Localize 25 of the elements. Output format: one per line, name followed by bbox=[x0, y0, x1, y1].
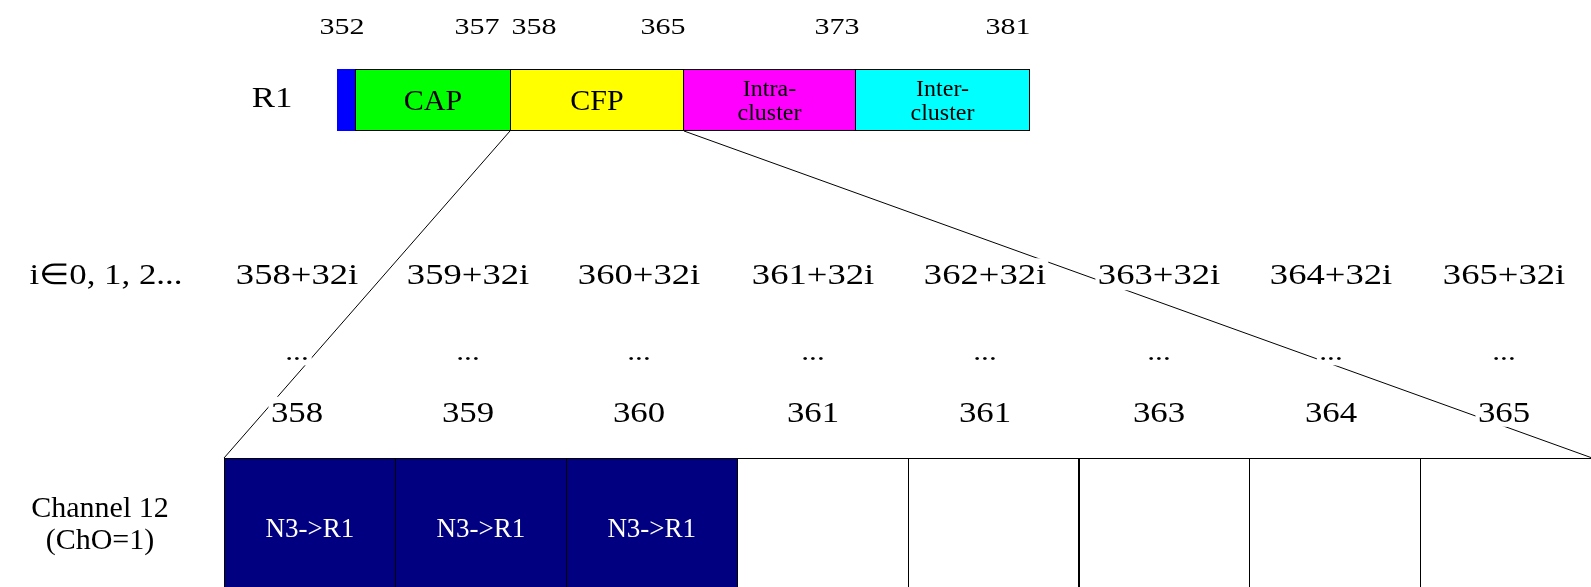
label: R1 bbox=[250, 81, 294, 113]
slot-number: 373 bbox=[813, 14, 861, 40]
segment-label: N3->R1 bbox=[265, 514, 355, 542]
slot-number: 358 bbox=[510, 14, 558, 40]
frame-segment bbox=[510, 69, 684, 131]
slot-cell bbox=[394, 458, 567, 587]
segment-label: N3->R1 bbox=[607, 514, 697, 542]
slot-number: 352 bbox=[318, 14, 366, 40]
label: i∈0, 1, 2... bbox=[28, 258, 184, 290]
slot-number: 381 bbox=[984, 14, 1032, 40]
frame-segment bbox=[355, 69, 511, 131]
zoom-line bbox=[683, 130, 1591, 459]
zoom-line bbox=[223, 130, 511, 459]
slot-cell bbox=[565, 458, 738, 587]
frame-segment bbox=[683, 69, 856, 131]
segment-label: Intra-cluster bbox=[736, 76, 803, 124]
slot-cell bbox=[224, 458, 396, 587]
segment-label: CFP bbox=[570, 85, 624, 115]
segment-label: N3->R1 bbox=[436, 514, 526, 542]
segment-label: Inter-cluster bbox=[909, 76, 976, 124]
slot-number: 365 bbox=[639, 14, 687, 40]
frame-segment bbox=[855, 69, 1030, 131]
segment-label: CAP bbox=[403, 85, 463, 115]
label: Channel 12 (ChO=1) bbox=[30, 490, 170, 554]
slot-number: 357 bbox=[453, 14, 501, 40]
